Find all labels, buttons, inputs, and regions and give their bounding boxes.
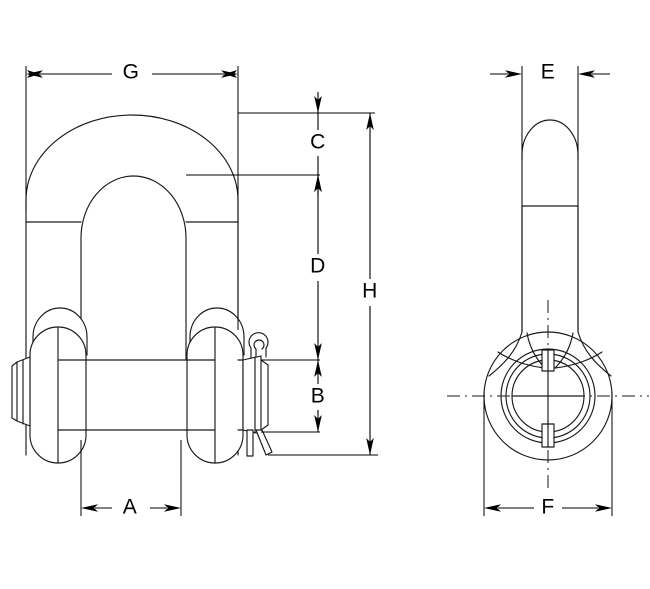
eye-left — [29, 307, 88, 464]
dim-A-arrow-right — [164, 504, 181, 512]
dim-F-arrow-right — [595, 504, 612, 512]
dim-F-label-bg — [534, 495, 562, 521]
dimension-D: D — [304, 175, 332, 360]
dim-D-arrow-bottom — [314, 343, 322, 360]
dim-label-C: C — [310, 131, 326, 154]
boss-flare-outer-left — [488, 331, 523, 377]
cotter-pin — [246, 332, 273, 457]
eye-right — [186, 307, 245, 464]
front-view-group — [11, 114, 273, 464]
pin-end-chamfer-top — [260, 359, 269, 366]
dim-label-F: F — [541, 496, 554, 519]
dim-label-H: H — [362, 280, 378, 303]
cotter-pin-bent-leg — [255, 429, 273, 456]
end-view-group — [447, 119, 649, 492]
dim-G-label-bg — [117, 60, 147, 86]
dim-label-E: E — [541, 61, 556, 84]
dim-C-label-bg — [304, 130, 332, 156]
dimension-H: H — [268, 113, 384, 456]
dim-B-label-bg — [304, 384, 332, 410]
dim-label-B: B — [311, 385, 326, 408]
front-view-dimensions: G C D — [25, 60, 384, 521]
dim-label-A: A — [123, 496, 138, 519]
dim-C-arrow-top — [314, 96, 322, 113]
dimension-B: B — [261, 359, 332, 433]
dim-B-arrow-bottom — [314, 415, 322, 432]
dim-label-D: D — [310, 255, 326, 278]
pin-head-left — [11, 356, 31, 427]
dimension-A: A — [80, 440, 182, 521]
dimension-C: C — [186, 92, 375, 196]
dim-B-arrow-top — [314, 360, 322, 377]
dimension-G: G — [25, 60, 239, 330]
dim-G-arrow-left — [26, 70, 43, 78]
end-view-dimensions: E F — [483, 61, 613, 521]
pin-shaft — [57, 359, 216, 431]
dim-G-arrow-right — [221, 70, 238, 78]
dim-label-G: G — [123, 61, 140, 84]
pin-end-right — [237, 355, 269, 435]
cotter-pin-loop-inner — [253, 339, 265, 357]
bow-inner-arc — [80, 175, 187, 361]
dim-H-arrow-top — [366, 113, 374, 130]
dimension-E: E — [490, 61, 610, 160]
dim-H-arrow-bottom — [366, 438, 374, 455]
pin-head-flange-outer — [11, 361, 18, 422]
shank-rounded-top — [521, 119, 579, 156]
boss-web-left — [497, 351, 546, 369]
dim-F-arrow-left — [484, 504, 501, 512]
pin-end-body — [242, 355, 262, 435]
dim-D-label-bg — [304, 254, 332, 281]
dim-E-arrow-right — [578, 70, 595, 78]
dim-A-label-bg — [116, 495, 146, 521]
bow-outer-arc — [25, 114, 239, 223]
pin-end-chamfer-bottom — [260, 424, 269, 431]
shank — [521, 119, 579, 333]
cotter-pin-loop-outer — [248, 332, 269, 359]
dim-E-arrow-left — [505, 70, 522, 78]
cotter-pin-straight-leg — [246, 429, 254, 457]
dimension-F: F — [483, 392, 613, 521]
dim-D-arrow-top — [314, 175, 322, 192]
dim-A-arrow-left — [81, 504, 98, 512]
end-view-centerlines — [447, 300, 649, 492]
dim-H-label-bg — [356, 279, 384, 306]
